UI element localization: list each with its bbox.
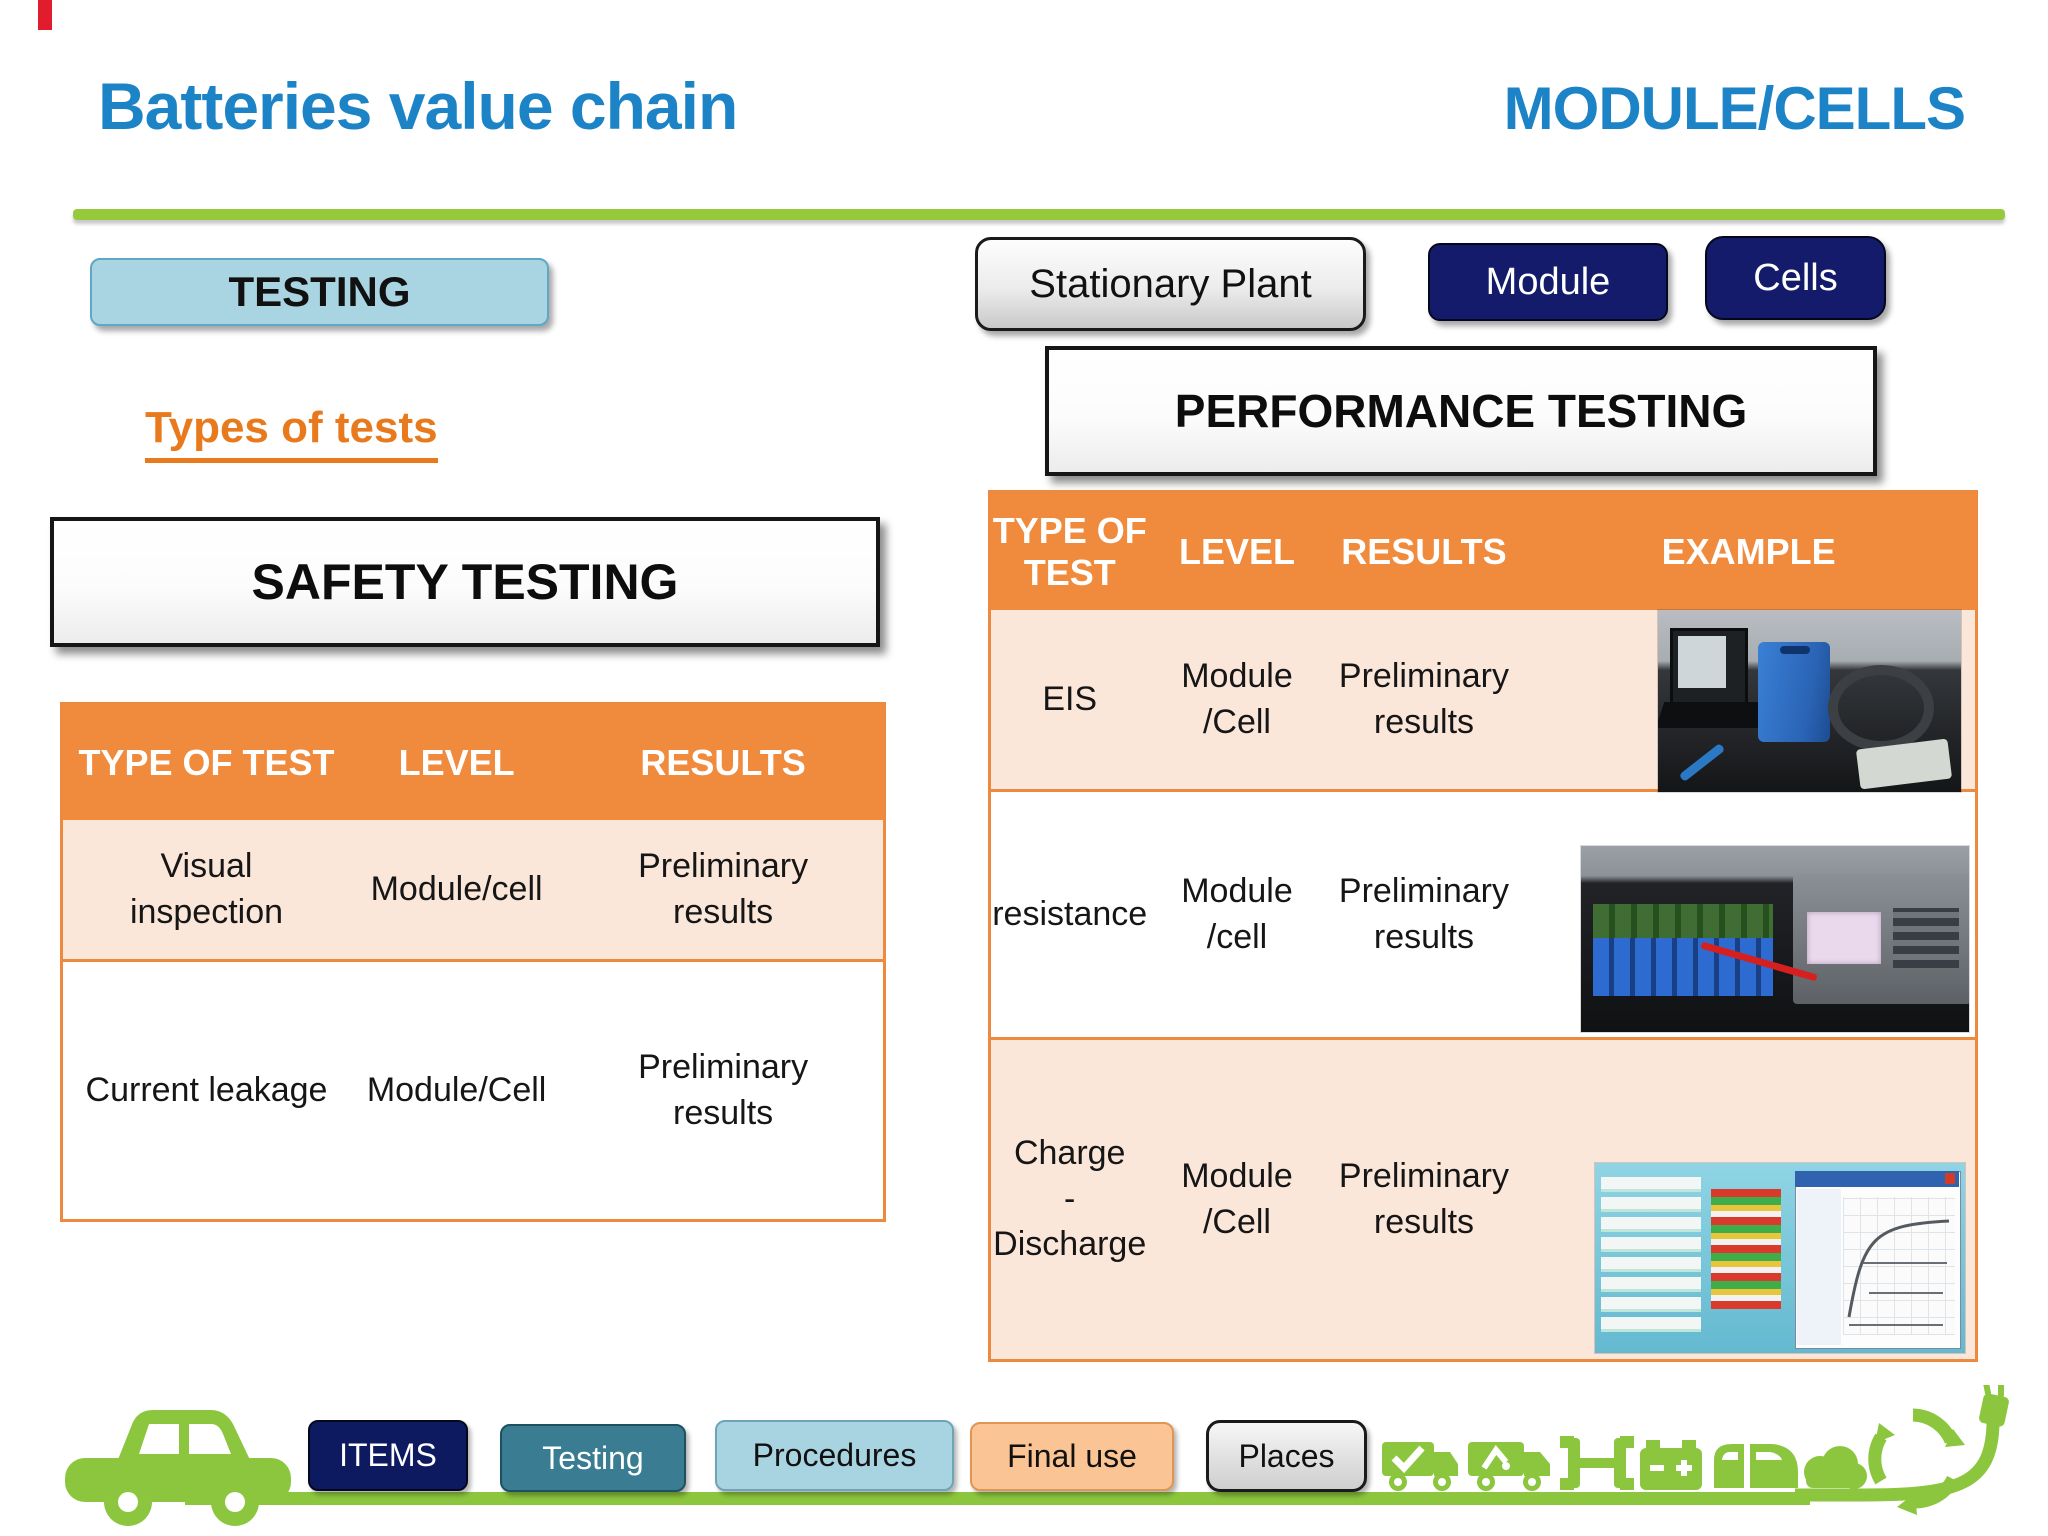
results-cell: Preliminary results (1338, 871, 1509, 956)
results-cell: Preliminary results (638, 846, 809, 931)
module-chip[interactable]: Module (1428, 243, 1668, 321)
results-cell: Preliminary results (1338, 1156, 1509, 1241)
column-header: RESULTS (1341, 530, 1507, 572)
testing-chip[interactable]: TESTING (90, 258, 549, 326)
cloud-icon (1804, 1446, 1867, 1489)
truck-crane-icon (1468, 1442, 1550, 1491)
results-cell: Preliminary results (638, 1047, 809, 1132)
blue-battery-cells (1593, 938, 1773, 996)
bottom-divider-line (185, 1492, 1810, 1505)
status-color-grid (1711, 1189, 1781, 1309)
results-cell: Preliminary results (1338, 656, 1509, 741)
type-cell: Visual inspection (129, 846, 284, 931)
type-cell: Charge - Discharge (993, 1133, 1147, 1264)
level-cell: Module/Cell (366, 1070, 547, 1109)
blue-eis-device (1758, 642, 1830, 742)
level-cell: Module/cell (370, 869, 543, 908)
battery-status-list (1601, 1177, 1701, 1337)
types-of-tests-label: Types of tests (145, 403, 438, 463)
types-of-tests-heading: Types of tests (145, 403, 545, 463)
charge-curve-plot (1847, 1219, 1950, 1326)
performance-testing-heading: PERFORMANCE TESTING (1045, 346, 1877, 476)
stationary-plant-chip[interactable]: Stationary Plant (975, 237, 1366, 331)
module-circuit-boards (1593, 904, 1773, 938)
safety-testing-table: TYPE OF TEST LEVEL RESULTS Visual inspec… (60, 702, 886, 1222)
eis-test-setup-photo (1658, 610, 1961, 792)
column-header: RESULTS (640, 741, 806, 783)
page-title: Batteries value chain (98, 69, 738, 143)
type-cell: EIS (1042, 679, 1098, 718)
charge-discharge-software-photo (1595, 1163, 1965, 1353)
chassis-icon (1560, 1436, 1634, 1490)
column-header: TYPE OF TEST (78, 741, 335, 783)
table-header-row: TYPE OF TEST LEVEL RESULTS EXAMPLE (991, 493, 1975, 610)
red-recording-mark (38, 0, 52, 30)
nav-item-places[interactable]: Places (1206, 1420, 1367, 1492)
safety-testing-heading: SAFETY TESTING (50, 517, 880, 647)
test-cable (1828, 665, 1934, 751)
nav-item-testing[interactable]: Testing (500, 1424, 686, 1492)
car-doors-icon (1714, 1444, 1798, 1488)
battery-icon (1640, 1440, 1702, 1490)
level-cell: Module /cell (1181, 871, 1293, 956)
nav-item-final-use[interactable]: Final use (970, 1422, 1174, 1491)
column-header: TYPE OF TEST (992, 509, 1147, 593)
column-header: EXAMPLE (1661, 530, 1836, 572)
level-cell: Module /Cell (1181, 1156, 1293, 1241)
battery-module-and-meter-photo (1581, 846, 1969, 1032)
top-divider-line (73, 209, 2005, 220)
recycle-plug-icon (1795, 1385, 2009, 1515)
type-cell: Current leakage (85, 1070, 328, 1109)
truck-check-icon (1382, 1442, 1458, 1491)
table-row: Visual inspection Module/cell Preliminar… (63, 820, 883, 962)
column-header: LEVEL (398, 741, 515, 783)
column-header: LEVEL (1178, 530, 1295, 572)
cells-chip[interactable]: Cells (1705, 236, 1886, 320)
table-header-row: TYPE OF TEST LEVEL RESULTS (63, 705, 883, 820)
nav-item-procedures[interactable]: Procedures (715, 1420, 954, 1491)
nav-item-items[interactable]: ITEMS (308, 1420, 468, 1491)
corner-title: MODULE/CELLS (1503, 75, 1966, 142)
level-cell: Module /Cell (1181, 656, 1293, 741)
performance-testing-table: TYPE OF TEST LEVEL RESULTS EXAMPLE EIS M… (988, 490, 1978, 1362)
eco-car-icon (65, 1410, 291, 1526)
type-cell: resistance (992, 894, 1148, 933)
table-row: Current leakage Module/Cell Preliminary … (63, 962, 883, 1219)
